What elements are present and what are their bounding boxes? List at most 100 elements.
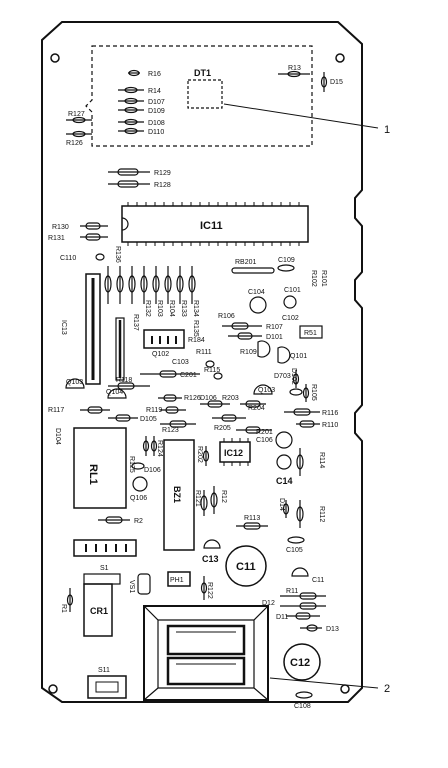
r126b-label: R126 bbox=[184, 395, 201, 402]
r115-label: R115 bbox=[204, 367, 220, 374]
ic12-label: IC12 bbox=[224, 448, 243, 458]
r11-label: R11 bbox=[286, 588, 298, 595]
c104-label: C104 bbox=[248, 289, 265, 296]
d109-label: D109 bbox=[148, 108, 165, 115]
c102-label: C102 bbox=[282, 315, 299, 322]
r14-label: R14 bbox=[148, 88, 161, 95]
r111-label: R111 bbox=[196, 349, 212, 356]
d106b-label: D106 bbox=[144, 467, 161, 474]
c201-label: C201 bbox=[180, 372, 197, 379]
r202-label: R202 bbox=[196, 446, 203, 463]
c110-label: C110 bbox=[60, 255, 76, 262]
d11-label: D11 bbox=[276, 614, 288, 621]
r103-label: R103 bbox=[156, 300, 163, 317]
q102-label: Q102 bbox=[152, 351, 169, 358]
s1-label: S1 bbox=[100, 565, 109, 572]
r203-label: R203 bbox=[222, 395, 239, 402]
board-outline bbox=[41, 21, 363, 703]
r51-label: R51 bbox=[304, 330, 317, 337]
r2-label: R2 bbox=[134, 518, 143, 525]
r184-connector bbox=[143, 329, 185, 349]
d102-label: D102 bbox=[290, 368, 297, 385]
c109-label: C109 bbox=[278, 257, 295, 264]
s1-switch bbox=[83, 573, 121, 585]
ic11-chip bbox=[121, 205, 309, 243]
d104-label: D104 bbox=[54, 428, 61, 445]
rl1-label: RL1 bbox=[87, 464, 99, 485]
r16-label: R16 bbox=[148, 71, 161, 78]
callout-2: 2 bbox=[384, 683, 390, 695]
r105-label: R105 bbox=[310, 384, 317, 401]
q106-label: Q106 bbox=[130, 495, 147, 502]
callout-1: 1 bbox=[384, 124, 390, 136]
rl1-relay bbox=[73, 427, 127, 509]
vertical-resistor-array bbox=[104, 266, 196, 304]
r131-label: R131 bbox=[48, 235, 65, 242]
top-resistors bbox=[66, 69, 328, 138]
ph1-part bbox=[167, 571, 191, 587]
rb201-array bbox=[231, 267, 275, 274]
d101-label: D101 bbox=[266, 334, 283, 341]
s11-switch bbox=[87, 675, 127, 699]
r104-label: R104 bbox=[168, 300, 175, 317]
c11-capacitor bbox=[225, 545, 267, 587]
r51-part bbox=[299, 325, 323, 339]
mounting-hole bbox=[335, 53, 345, 63]
d110-label: D110 bbox=[148, 129, 164, 136]
ic11-pins bbox=[127, 202, 300, 246]
r112-label: R112 bbox=[318, 506, 325, 522]
callout-1-leader bbox=[223, 103, 379, 129]
r129-label: R129 bbox=[154, 170, 171, 177]
c11-label: C11 bbox=[236, 561, 256, 573]
r128-label: R128 bbox=[154, 182, 171, 189]
d14-label: D14 bbox=[278, 498, 285, 511]
d106-label: D106 bbox=[200, 395, 217, 402]
c13-label: C13 bbox=[202, 554, 219, 564]
dt1-label: DT1 bbox=[194, 68, 211, 78]
r205-label: R205 bbox=[214, 425, 231, 432]
c12-label: C12 bbox=[290, 657, 310, 669]
r1-label: R1 bbox=[60, 604, 67, 613]
callout-2-leader bbox=[269, 677, 379, 689]
rb201-label: RB201 bbox=[235, 259, 257, 266]
transformer-frame bbox=[143, 605, 269, 701]
r127-label: R127 bbox=[68, 111, 85, 118]
c12-capacitor bbox=[283, 643, 321, 681]
c105-label: C105 bbox=[286, 547, 303, 554]
r204-label: R204 bbox=[248, 405, 265, 412]
c108-label: C108 bbox=[294, 703, 311, 710]
r184-label: R184 bbox=[188, 337, 205, 344]
r12-label: R12 bbox=[220, 490, 227, 503]
transformer-core-top bbox=[166, 624, 246, 656]
r136-label: R136 bbox=[114, 246, 121, 263]
d108-label: D108 bbox=[148, 120, 165, 127]
r106-label: R106 bbox=[218, 313, 235, 320]
pin-connector bbox=[73, 539, 137, 557]
c101-label: C101 bbox=[284, 287, 301, 294]
ph1-label: PH1 bbox=[170, 577, 184, 584]
r133-label: R133 bbox=[180, 300, 187, 317]
c14-label: C14 bbox=[276, 476, 293, 486]
d107-label: D107 bbox=[148, 99, 165, 106]
r13-label: R13 bbox=[288, 65, 301, 72]
r117-label: R117 bbox=[48, 407, 64, 414]
c106-label: C106 bbox=[256, 437, 273, 444]
cr1-label: CR1 bbox=[90, 606, 108, 616]
r137-label: R137 bbox=[132, 314, 139, 331]
r107-label: R107 bbox=[266, 324, 283, 331]
mounting-hole bbox=[48, 684, 58, 694]
r110-label: R110 bbox=[322, 422, 338, 429]
q103-label: Q103 bbox=[66, 379, 83, 386]
r118-label: R118 bbox=[116, 377, 132, 384]
bz1-buzzer bbox=[163, 439, 195, 551]
r123-label: R123 bbox=[162, 427, 179, 434]
r135-label: R135 bbox=[192, 320, 199, 337]
r126-label: R126 bbox=[66, 140, 83, 147]
ic13-label: IC13 bbox=[60, 320, 67, 335]
r125-label: R125 bbox=[128, 456, 135, 473]
r129-r128-parts bbox=[108, 168, 150, 188]
top-dashed-region bbox=[85, 45, 313, 147]
dt1-sensor bbox=[187, 79, 223, 109]
r113-label: R113 bbox=[244, 515, 260, 522]
r101-label: R101 bbox=[320, 270, 327, 287]
